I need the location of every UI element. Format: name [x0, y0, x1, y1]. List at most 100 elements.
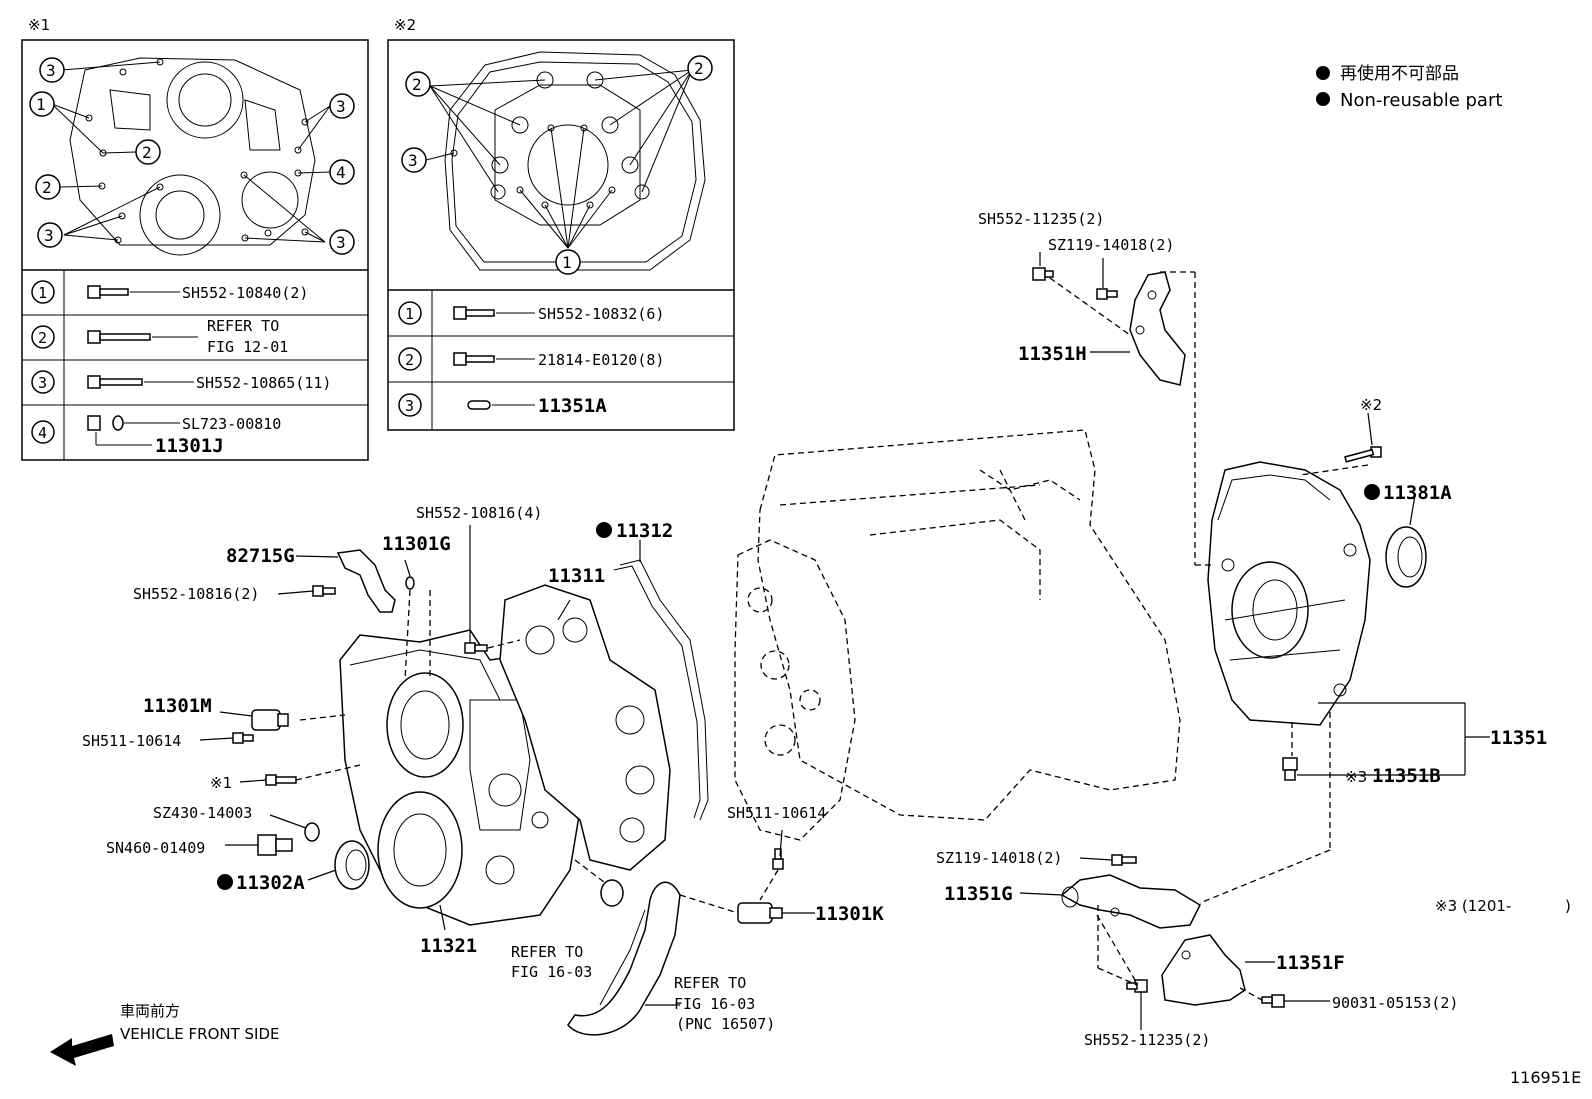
non-reusable-dot-icon — [1316, 66, 1330, 80]
inset-2-callout: 2 — [405, 71, 431, 97]
legend-jp: 再使用不可部品 — [1340, 63, 1459, 84]
rear-end-plate-11351 — [1207, 461, 1371, 726]
bracket-82715G — [336, 549, 396, 613]
inset-2-row: 1 SH552-10832(6) — [398, 301, 664, 325]
svg-text:SL723-00810: SL723-00810 — [182, 415, 281, 433]
svg-text:2: 2 — [42, 178, 52, 197]
inset-1-cover-sketch — [51, 57, 331, 256]
svg-text:2: 2 — [405, 351, 414, 369]
bolt-icon — [1126, 979, 1148, 993]
svg-text:1: 1 — [38, 284, 47, 302]
svg-text:2: 2 — [412, 75, 422, 94]
bolt-icon — [772, 848, 784, 870]
label-sz119-14018-top: SZ119-14018(2) — [1048, 236, 1174, 254]
inset-1-row: 4 SL723-00810 11301J — [31, 415, 281, 457]
label-refer-b3: (PNC 16507) — [676, 1015, 775, 1033]
label-refer-b1: REFER TO — [674, 974, 746, 992]
label-11312: 11312 — [616, 520, 673, 542]
label-11351F: 11351F — [1276, 952, 1345, 974]
label-mark3-b-end: ) — [1565, 897, 1571, 915]
legend: 再使用不可部品 Non-reusable part — [1316, 63, 1502, 111]
inset-2-mark: ※2 — [394, 16, 416, 34]
oil-seal-11302A — [334, 840, 370, 890]
label-front-en: VEHICLE FRONT SIDE — [120, 1025, 280, 1043]
bolt-icon — [464, 642, 488, 654]
dowel-pin-icon — [467, 400, 491, 410]
label-sh552-10816-2: SH552-10816(2) — [133, 585, 259, 603]
inset-2-row: 2 21814-E0120(8) — [398, 347, 664, 371]
label-mark3-a: ※3 — [1345, 768, 1367, 786]
svg-text:11301J: 11301J — [155, 435, 224, 457]
inset-2-callout: 2 — [687, 55, 713, 81]
non-reusable-dot-icon — [1316, 92, 1330, 106]
svg-text:SH552-10865(11): SH552-10865(11) — [196, 374, 331, 392]
engine-block-phantom — [757, 429, 1181, 821]
label-refer-b2: FIG 16-03 — [674, 995, 755, 1013]
legend-en: Non-reusable part — [1340, 90, 1502, 111]
svg-text:3: 3 — [336, 233, 346, 252]
label-82715G: 82715G — [226, 545, 295, 567]
label-11301K: 11301K — [815, 903, 884, 925]
inset-2: ※2 — [387, 16, 735, 431]
label-11301G: 11301G — [382, 533, 451, 555]
label-11381A: 11381A — [1383, 482, 1452, 504]
bolt-icon — [1111, 854, 1137, 866]
label-90031-05153: 90031-05153(2) — [1332, 994, 1458, 1012]
svg-text:SH552-10840(2): SH552-10840(2) — [182, 284, 308, 302]
bolt-icon — [265, 774, 297, 786]
label-sn460-01409: SN460-01409 — [106, 839, 205, 857]
vehicle-front-indicator: 車両前方 VEHICLE FRONT SIDE — [50, 1002, 280, 1066]
inset-2-row: 3 11351A — [398, 393, 607, 417]
svg-text:SH552-10832(6): SH552-10832(6) — [538, 305, 664, 323]
washer-icon — [304, 822, 320, 842]
svg-text:1: 1 — [36, 95, 46, 114]
inset-1-row: 2 REFER TO FIG 12-01 — [31, 317, 288, 356]
label-refer-a1: REFER TO — [511, 943, 583, 961]
inset-1-callout: 4 — [329, 159, 355, 185]
chain-case-plate-11311 — [499, 584, 671, 871]
inset-1: ※1 — [21, 16, 369, 461]
label-sz430-14003: SZ430-14003 — [153, 804, 252, 822]
inset-1-callout: 3 — [37, 222, 63, 248]
label-mark2: ※2 — [1360, 396, 1382, 414]
svg-text:2: 2 — [38, 329, 47, 347]
inset-1-callout: 1 — [29, 91, 55, 117]
bracket-11351H — [1129, 271, 1186, 386]
inset-1-mark: ※1 — [28, 16, 50, 34]
bolt-icon — [1261, 994, 1285, 1008]
svg-text:1: 1 — [562, 253, 572, 272]
bolt-icon — [232, 732, 254, 744]
plug-bolt-icon — [257, 834, 293, 856]
bolt-icon — [453, 306, 495, 320]
svg-text:2: 2 — [142, 143, 152, 162]
label-sh552-11235-top: SH552-11235(2) — [978, 210, 1104, 228]
inset-1-callout: 2 — [135, 139, 161, 165]
bracket-11351G — [1060, 874, 1201, 929]
inset-2-callout: 1 — [555, 249, 581, 275]
svg-text:4: 4 — [336, 163, 346, 182]
label-refer-a2: FIG 16-03 — [511, 963, 592, 981]
svg-text:4: 4 — [38, 424, 47, 442]
bolt-icon — [87, 330, 151, 344]
label-11351G: 11351G — [944, 883, 1013, 905]
svg-text:REFER TO: REFER TO — [207, 317, 279, 335]
inset-1-callout: 3 — [329, 93, 355, 119]
label-11301M: 11301M — [143, 695, 212, 717]
label-11351B: 11351B — [1372, 765, 1441, 787]
o-ring — [600, 879, 624, 907]
svg-text:3: 3 — [336, 97, 346, 116]
oil-seal-11381A — [1385, 526, 1427, 588]
plug-11351B — [1282, 757, 1298, 781]
label-11351: 11351 — [1490, 727, 1547, 749]
label-sh511-10614-left: SH511-10614 — [82, 732, 181, 750]
bolt-icon — [87, 375, 143, 389]
label-sh552-10816-4: SH552-10816(4) — [416, 504, 542, 522]
svg-text:21814-E0120(8): 21814-E0120(8) — [538, 351, 664, 369]
svg-text:1: 1 — [405, 305, 414, 323]
inset-1-callout: 2 — [35, 174, 61, 200]
inset-2-callout: 3 — [401, 147, 427, 173]
label-mark1: ※1 — [210, 774, 232, 792]
sensor-11301K — [737, 902, 783, 924]
leader-lines — [199, 252, 1490, 1030]
label-11351H: 11351H — [1018, 343, 1087, 365]
